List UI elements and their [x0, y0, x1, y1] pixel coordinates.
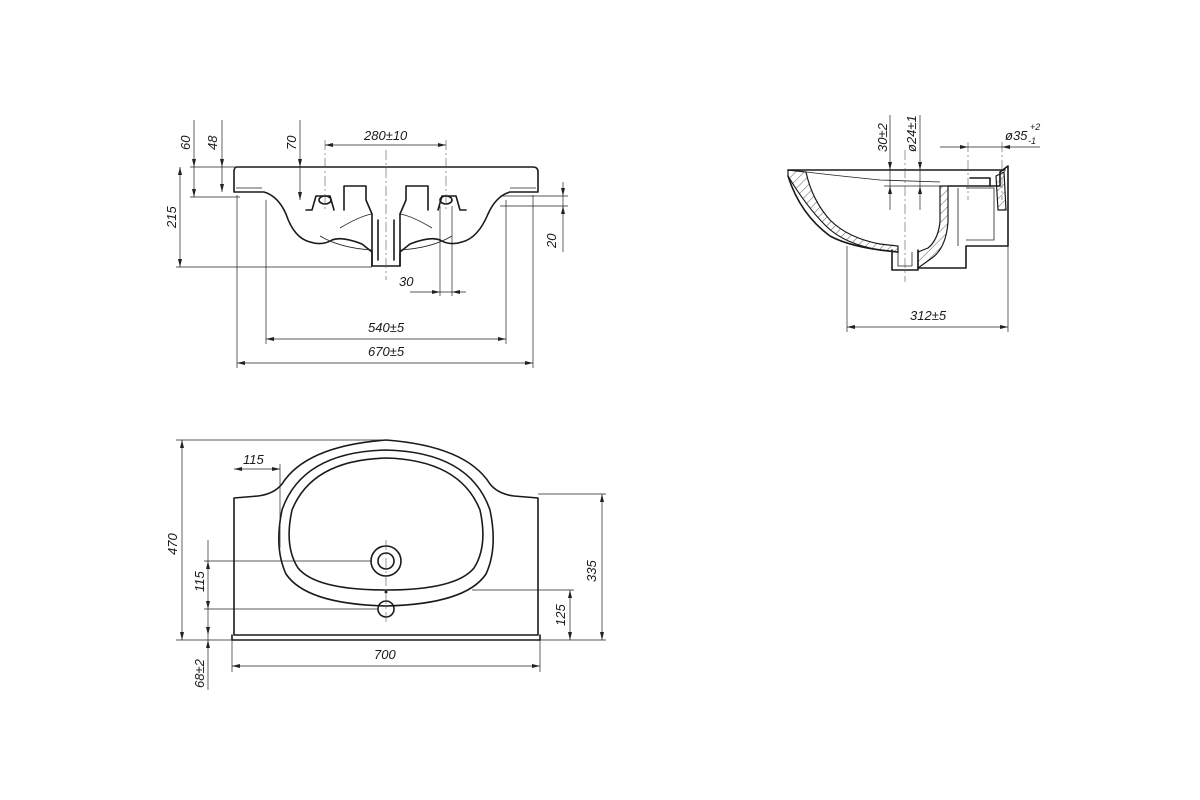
dim-115-top: 115	[243, 452, 264, 467]
dim-70: 70	[284, 135, 299, 150]
dim-30: 30	[399, 274, 414, 289]
dim-115-left: 115	[192, 571, 207, 592]
side-view-section	[787, 169, 899, 253]
dim-700: 700	[374, 647, 396, 662]
dim-68: 68±2	[192, 658, 207, 688]
dim-280: 280±10	[363, 128, 408, 143]
dim-540: 540±5	[368, 320, 405, 335]
front-view: 280±10 60 48 70 215 20	[164, 120, 568, 368]
dim-35-sub: -1	[1028, 136, 1036, 146]
dim-125: 125	[553, 604, 568, 626]
dim-24-1: ø24±1	[904, 115, 919, 152]
dim-48: 48	[205, 135, 220, 150]
side-view: 30±2 ø24±1 ø35 +2 -1 312±5	[787, 115, 1040, 332]
dim-470: 470	[165, 533, 180, 555]
top-view: 115 470 115 68±2 335 125	[165, 439, 606, 690]
dim-35: ø35	[1005, 128, 1028, 143]
dim-670: 670±5	[368, 344, 405, 359]
dim-60: 60	[178, 135, 193, 150]
top-view-outline	[233, 439, 539, 636]
dim-215: 215	[164, 206, 179, 229]
dim-35-sup: +2	[1030, 122, 1040, 132]
dim-335: 335	[584, 560, 599, 582]
dim-30-2: 30±2	[875, 122, 890, 152]
dim-20: 20	[544, 233, 559, 249]
dim-312: 312±5	[910, 308, 947, 323]
